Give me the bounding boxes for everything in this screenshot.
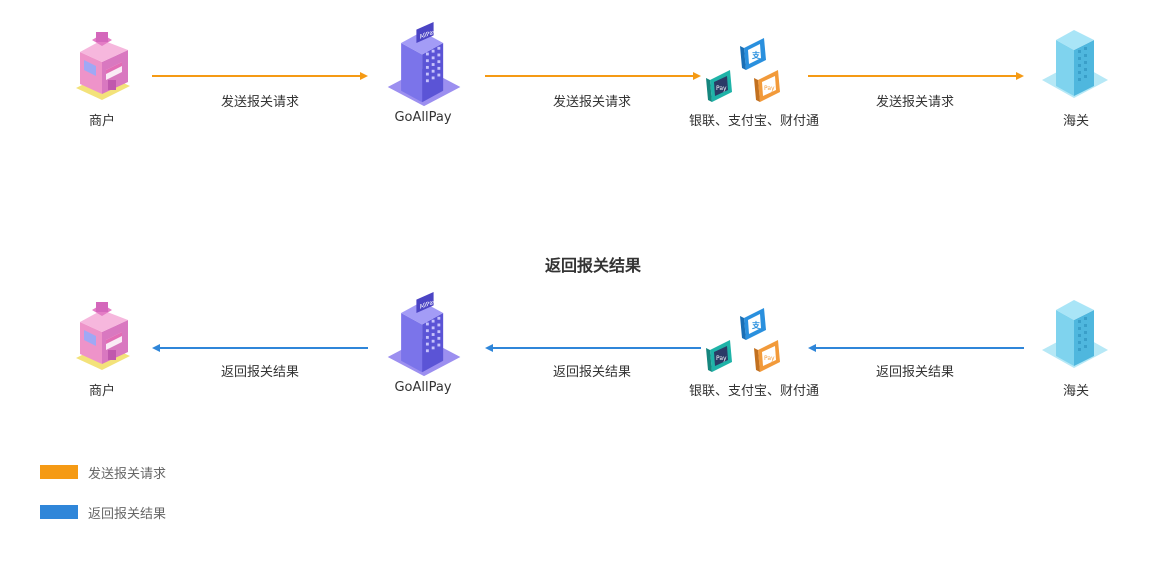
legend-label-return: 返回报关结果 bbox=[88, 507, 167, 522]
return-edge-label-3: 返回报关结果 bbox=[875, 365, 954, 380]
merchant-icon bbox=[76, 32, 130, 100]
send-edge-label-3: 发送报关请求 bbox=[875, 95, 954, 110]
return-edge-label-1: 返回报关结果 bbox=[220, 365, 299, 380]
payments-label: 银联、支付宝、财付通 bbox=[688, 384, 819, 399]
goallpay-label: GoAllPay bbox=[394, 110, 452, 125]
return-arrows bbox=[152, 344, 1024, 352]
goallpay-building-icon bbox=[387, 292, 461, 377]
legend-label-send: 发送报关请求 bbox=[88, 467, 167, 482]
send-edge-label-2: 发送报关请求 bbox=[552, 95, 631, 110]
legend-swatch-return bbox=[40, 505, 78, 519]
customs-label: 海关 bbox=[1062, 384, 1089, 399]
merchant-icon bbox=[76, 302, 130, 370]
goallpay-building-icon bbox=[387, 22, 461, 107]
send-arrows bbox=[152, 72, 1024, 80]
customs-tower-icon bbox=[1042, 300, 1108, 368]
return-section-title: 返回报关结果 bbox=[545, 256, 642, 275]
goallpay-label: GoAllPay bbox=[394, 380, 452, 395]
payments-cards-icon bbox=[706, 38, 780, 102]
merchant-label: 商户 bbox=[88, 384, 115, 399]
payments-cards-icon bbox=[706, 308, 780, 372]
payments-label: 银联、支付宝、财付通 bbox=[688, 114, 819, 129]
send-edge-label-1: 发送报关请求 bbox=[220, 95, 299, 110]
return-edge-label-2: 返回报关结果 bbox=[552, 365, 631, 380]
customs-label: 海关 bbox=[1062, 114, 1089, 129]
customs-tower-icon bbox=[1042, 30, 1108, 98]
merchant-label: 商户 bbox=[88, 114, 115, 129]
legend-swatch-send bbox=[40, 465, 78, 479]
